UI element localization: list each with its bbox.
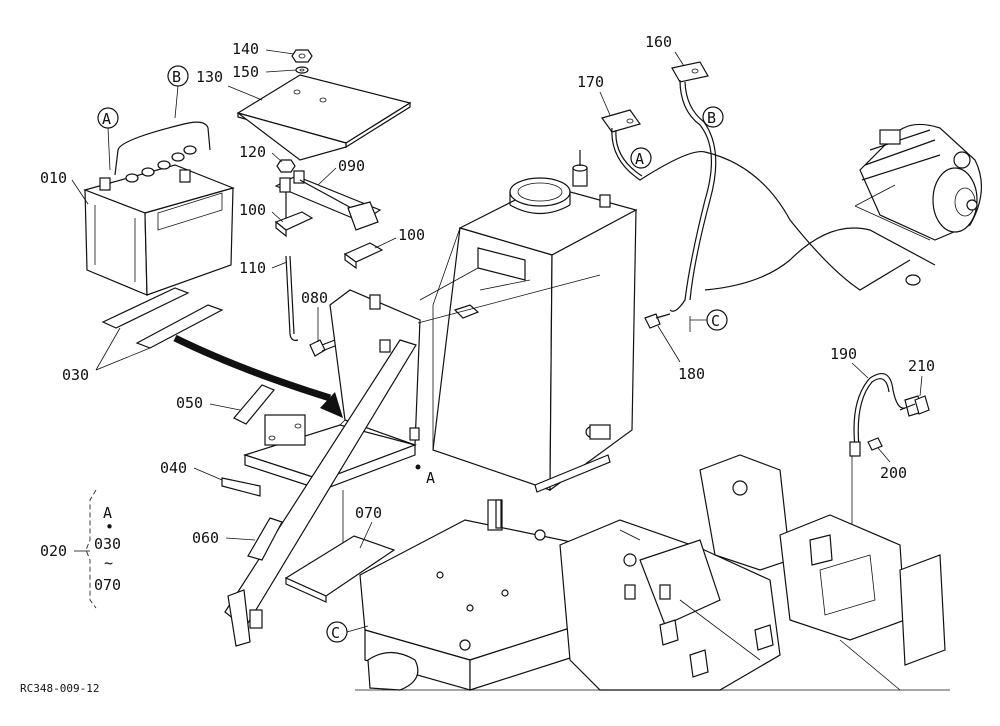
part-020: 020 xyxy=(40,542,67,560)
pad-070 xyxy=(284,535,396,603)
svg-text:C: C xyxy=(331,624,340,642)
part-110: 110 xyxy=(239,259,266,277)
part-050: 050 xyxy=(176,394,203,412)
part-140: 140 xyxy=(232,40,259,58)
part-040: 040 xyxy=(160,459,187,477)
callout-b-battery: B xyxy=(167,65,189,119)
battery-handle xyxy=(114,121,211,176)
part-090: 090 xyxy=(338,157,365,175)
pad-100-right xyxy=(343,242,384,270)
part-010: 010 xyxy=(40,169,67,187)
part-030: 030 xyxy=(62,366,89,384)
pad-040 xyxy=(221,477,261,497)
cable-170 xyxy=(601,109,911,291)
assembly-to: 070 xyxy=(94,576,121,594)
part-080: 080 xyxy=(301,289,328,307)
nut-120 xyxy=(276,159,296,173)
battery xyxy=(83,121,235,296)
part-190: 190 xyxy=(830,345,857,363)
part-060: 060 xyxy=(192,529,219,547)
cable-160 xyxy=(669,61,936,312)
assembly-dot: • xyxy=(105,518,114,536)
assembly-top: A xyxy=(103,504,112,522)
callout-b-cable: B xyxy=(702,106,724,128)
part-120: 120 xyxy=(239,143,266,161)
tank xyxy=(432,150,638,493)
callout-a-cable: A xyxy=(630,147,652,169)
part-100-b: 100 xyxy=(398,226,425,244)
part-070: 070 xyxy=(355,504,382,522)
reference-a-bracket: A xyxy=(415,464,435,487)
part-100-a: 100 xyxy=(239,201,266,219)
battery-cover xyxy=(236,74,412,161)
svg-text:C: C xyxy=(711,312,720,330)
bolt-180 xyxy=(644,313,671,329)
rod-110 xyxy=(285,255,299,341)
part-160: 160 xyxy=(645,33,672,51)
drawing-code: RC348-009-12 xyxy=(20,682,99,695)
svg-text:A: A xyxy=(635,150,644,168)
part-150: 150 xyxy=(232,63,259,81)
part-200: 200 xyxy=(880,464,907,482)
part-170: 170 xyxy=(577,73,604,91)
hold-bar-090 xyxy=(274,170,382,231)
battery-bracket xyxy=(224,289,421,647)
nut-140 xyxy=(291,49,313,63)
pad-050 xyxy=(233,384,275,425)
bolt-200 xyxy=(867,437,883,451)
svg-text:A: A xyxy=(102,110,111,128)
callout-c-cable: C xyxy=(706,309,728,331)
part-130: 130 xyxy=(196,68,223,86)
bolt-210 xyxy=(899,395,930,415)
washer-150 xyxy=(295,66,309,74)
assembly-arrow xyxy=(173,334,343,418)
svg-text:B: B xyxy=(172,68,181,86)
svg-text:A: A xyxy=(426,469,435,487)
assembly-tilde: ~ xyxy=(104,554,113,572)
part-210: 210 xyxy=(908,357,935,375)
tank-leaders xyxy=(417,267,601,324)
pad-060 xyxy=(247,517,283,561)
assembly-from: 030 xyxy=(94,535,121,553)
assembly-020: 020 A • 030 ~ 070 xyxy=(40,489,121,609)
pad-100-left xyxy=(274,211,314,238)
callout-c-frame: C xyxy=(326,621,369,643)
ground-cable-190 xyxy=(849,372,923,457)
svg-text:B: B xyxy=(707,109,716,127)
starter-motor xyxy=(854,123,983,286)
part-labels: 010 030 040 050 060 070 080 090 100 100 … xyxy=(40,33,935,549)
part-180: 180 xyxy=(678,365,705,383)
callout-a-battery: A xyxy=(97,107,119,171)
battery-pads xyxy=(101,287,224,349)
machine-frame xyxy=(359,454,946,691)
battery-caps xyxy=(99,145,197,191)
